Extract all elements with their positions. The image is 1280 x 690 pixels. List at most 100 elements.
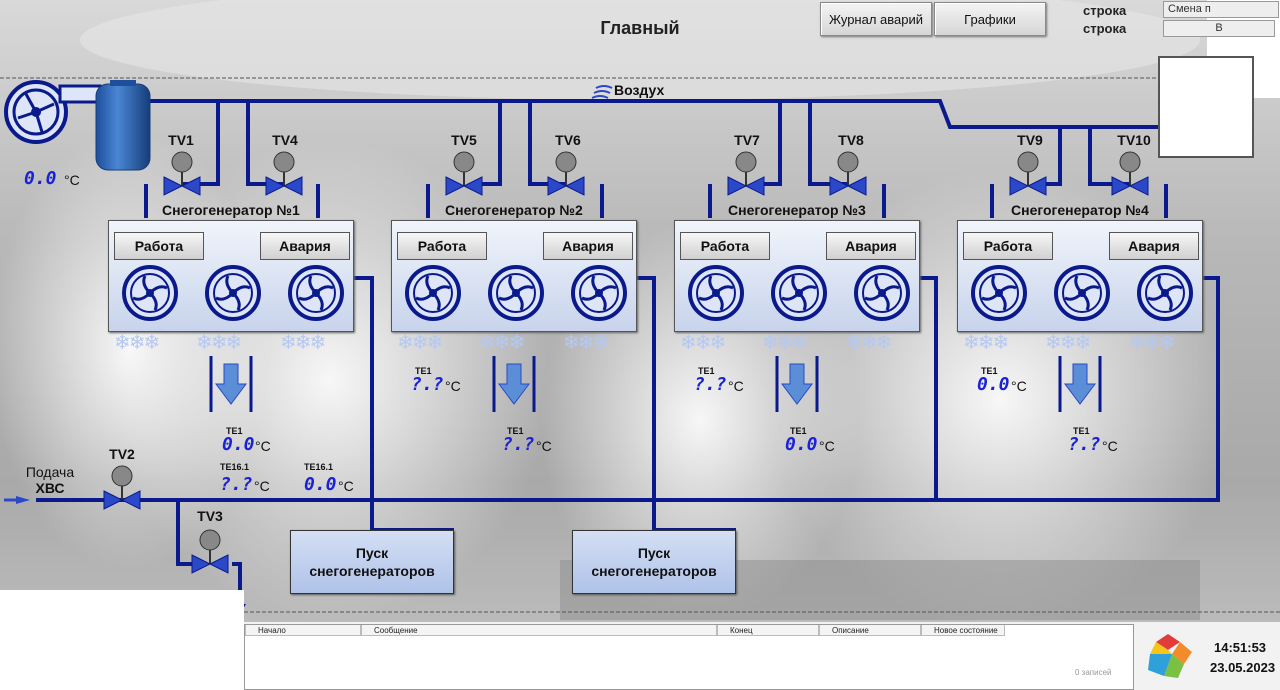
- records-count: 0 записей: [1075, 668, 1112, 677]
- generator-2-te1-outlet-unit: °C: [536, 438, 552, 454]
- clock-time: 14:51:53: [1214, 640, 1267, 655]
- start-button-1-line2: снегогенераторов: [309, 563, 435, 579]
- generator-3-te1-outlet-value: 0.0: [785, 434, 818, 455]
- fan-icon[interactable]: [770, 264, 828, 322]
- fan-icon[interactable]: [487, 264, 545, 322]
- generator-1-te1-label: TE1: [226, 426, 243, 436]
- snow-output-arrow-icon: [1058, 356, 1102, 412]
- generator-3-panel: Работа Авария: [674, 220, 920, 332]
- generator-2-te1-outlet-value: ?.?: [502, 434, 535, 455]
- snowflake-icon: ❄❄❄: [563, 332, 609, 354]
- alarm-col-start[interactable]: Начало: [245, 625, 361, 636]
- generator-4-te1-inlet-value: 0.0: [977, 374, 1010, 395]
- te16-b-label: TE16.1: [304, 462, 334, 472]
- start-generators-button-2[interactable]: Пуск снегогенераторов: [572, 530, 736, 594]
- clock-date: 23.05.2023: [1210, 660, 1276, 675]
- fan-icon[interactable]: [204, 264, 262, 322]
- snowflake-icon: ❄❄❄: [196, 332, 242, 354]
- fan-icon[interactable]: [1136, 264, 1194, 322]
- snow-output-arrow-icon: [209, 356, 253, 412]
- snowflake-icon: ❄❄❄: [963, 332, 1009, 354]
- snow-output-arrow-icon: [492, 356, 536, 412]
- te16-b-unit: °C: [338, 478, 354, 494]
- snowflake-icon: ❄❄❄: [1045, 332, 1091, 354]
- generator-2-te1-inlet-label: TE1: [415, 366, 432, 376]
- alarm-col-new-state[interactable]: Новое состояние: [921, 625, 1005, 636]
- valve-tv8-label: TV8: [838, 132, 864, 148]
- generator-1-panel: Работа Авария: [108, 220, 354, 332]
- water-feed-label-line2: ХВС: [35, 480, 65, 496]
- te16-b-value: 0.0: [304, 474, 337, 495]
- generator-4-te1-outlet-label: TE1: [1073, 426, 1090, 436]
- generator-4-panel: Работа Авария: [957, 220, 1203, 332]
- fan-icon[interactable]: [570, 264, 628, 322]
- generator-2-te1-inlet-unit: °C: [445, 378, 461, 394]
- generator-3-te1-outlet-label: TE1: [790, 426, 807, 436]
- small-action-button[interactable]: В: [1163, 20, 1275, 37]
- fan-icon[interactable]: [1053, 264, 1111, 322]
- generator-2-work-button[interactable]: Работа: [397, 232, 487, 260]
- fan-icon[interactable]: [970, 264, 1028, 322]
- app-logo-icon: [1148, 634, 1192, 678]
- water-feed-label: Подача ХВС: [22, 464, 78, 496]
- fan-icon[interactable]: [853, 264, 911, 322]
- valve-tv9-label: TV9: [1017, 132, 1043, 148]
- generator-3-te1-inlet-value: ?.?: [694, 374, 727, 395]
- graphs-button[interactable]: Графики: [934, 2, 1046, 36]
- tank-temp-unit: °C: [64, 172, 80, 188]
- generator-4-work-button[interactable]: Работа: [963, 232, 1053, 260]
- fan-icon[interactable]: [687, 264, 745, 322]
- alarm-col-message[interactable]: Сообщение: [361, 625, 717, 636]
- te16-a-label: TE16.1: [220, 462, 250, 472]
- valve-tv2-label: TV2: [109, 446, 135, 462]
- generator-4-te1-inlet-unit: °C: [1011, 378, 1027, 394]
- generator-4-te1-outlet-value: ?.?: [1068, 434, 1101, 455]
- generator-1-name: Снегогенератор №1: [162, 202, 300, 218]
- air-label: Воздух: [614, 82, 665, 98]
- fan-icon[interactable]: [287, 264, 345, 322]
- generator-3-te1-outlet-unit: °C: [819, 438, 835, 454]
- alarm-col-description[interactable]: Описание: [819, 625, 921, 636]
- generator-3-work-button[interactable]: Работа: [680, 232, 770, 260]
- start-generators-button-1[interactable]: Пуск снегогенераторов: [290, 530, 454, 594]
- generator-1-work-button[interactable]: Работа: [114, 232, 204, 260]
- generator-4-te1-outlet-unit: °C: [1102, 438, 1118, 454]
- generator-4-name: Снегогенератор №4: [1011, 202, 1149, 218]
- te16-a-value: ?.?: [220, 474, 253, 495]
- page-title: Главный: [600, 18, 680, 38]
- valve-tv10-label: TV10: [1117, 132, 1151, 148]
- generator-4-alarm-button[interactable]: Авария: [1109, 232, 1199, 260]
- snowflake-icon: ❄❄❄: [762, 332, 808, 354]
- generator-3-name: Снегогенератор №3: [728, 202, 866, 218]
- snowflake-icon: ❄❄❄: [114, 332, 160, 354]
- start-button-2-line2: снегогенераторов: [591, 563, 717, 579]
- valve-tv5-label: TV5: [451, 132, 477, 148]
- generator-3-alarm-button[interactable]: Авария: [826, 232, 916, 260]
- generator-2-alarm-button[interactable]: Авария: [543, 232, 633, 260]
- fan-icon[interactable]: [404, 264, 462, 322]
- te16-a-unit: °C: [254, 478, 270, 494]
- alarm-col-end[interactable]: Конец: [717, 625, 819, 636]
- snowflake-icon: ❄❄❄: [680, 332, 726, 354]
- fan-icon[interactable]: [121, 264, 179, 322]
- snowflake-icon: ❄❄❄: [280, 332, 326, 354]
- snow-output-arrow-icon: [775, 356, 819, 412]
- generator-1-te1-unit: °C: [255, 438, 271, 454]
- generator-2-te1-inlet-value: ?.?: [411, 374, 444, 395]
- generator-2-te1-outlet-label: TE1: [507, 426, 524, 436]
- snowflake-icon: ❄❄❄: [479, 332, 525, 354]
- valve-tv7-label: TV7: [734, 132, 760, 148]
- snowflake-icon: ❄❄❄: [846, 332, 892, 354]
- alarm-log-button[interactable]: Журнал аварий: [820, 2, 932, 36]
- generator-1-alarm-button[interactable]: Авария: [260, 232, 350, 260]
- status-line-2: строка: [1083, 21, 1127, 36]
- tank-temp-value: 0.0: [24, 168, 57, 189]
- white-overlay-bottom-left: [0, 590, 244, 690]
- generator-2-panel: Работа Авария: [391, 220, 637, 332]
- generator-4-te1-inlet-label: TE1: [981, 366, 998, 376]
- generator-3-te1-inlet-unit: °C: [728, 378, 744, 394]
- shift-change-button[interactable]: Смена п: [1163, 1, 1279, 18]
- generator-1-te1-value: 0.0: [222, 434, 255, 455]
- side-info-box: [1158, 56, 1254, 158]
